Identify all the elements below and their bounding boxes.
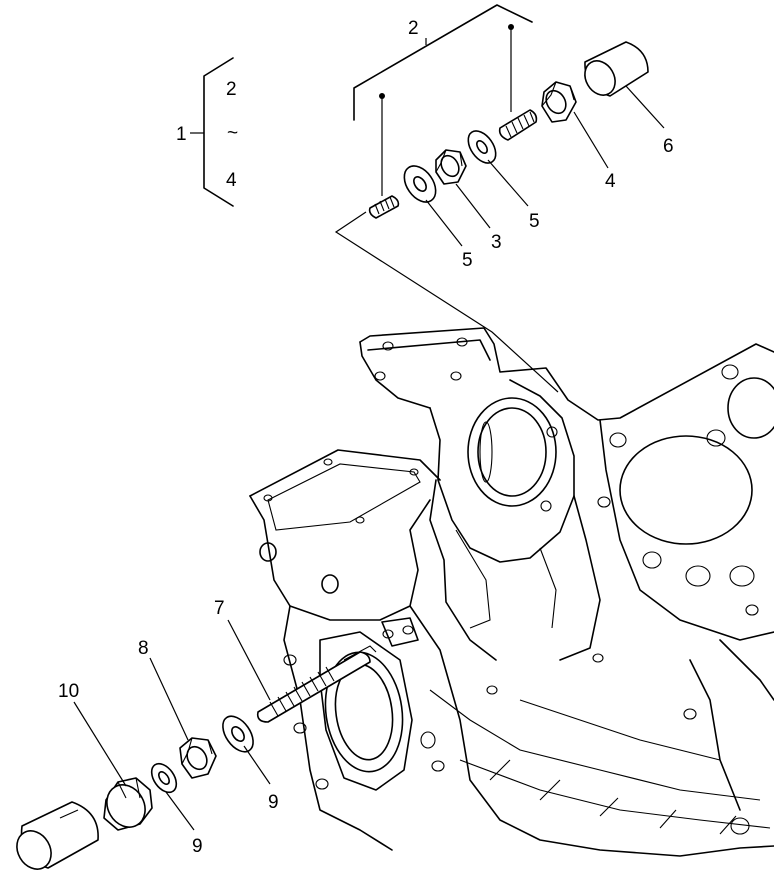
callout-5-left: 5 bbox=[462, 250, 473, 271]
callout-10: 10 bbox=[58, 681, 79, 702]
callout-8: 8 bbox=[138, 638, 149, 659]
callout-2: 2 bbox=[408, 18, 419, 39]
callout-9-right: 9 bbox=[268, 792, 279, 813]
label-group-number: 1 bbox=[176, 124, 187, 145]
stud-7 bbox=[256, 645, 377, 723]
bracket-line bbox=[203, 57, 234, 207]
lower-callouts: 7 8 10 9 9 bbox=[58, 598, 279, 857]
nut-3 bbox=[435, 149, 467, 185]
nut-8 bbox=[179, 737, 217, 779]
washer-upper-left bbox=[403, 165, 437, 203]
cap-nut-10 bbox=[103, 777, 153, 831]
upper-callouts: 4 6 5 3 5 bbox=[425, 85, 674, 271]
label-range-to: 4 bbox=[226, 170, 237, 191]
label-range-mark: ~ bbox=[227, 123, 238, 144]
callout-3: 3 bbox=[491, 232, 502, 253]
callout-7: 7 bbox=[214, 598, 225, 619]
nut-4 bbox=[541, 81, 577, 123]
washer-9-right bbox=[222, 715, 254, 753]
callout-4: 4 bbox=[605, 171, 616, 192]
bracket-2-line bbox=[353, 4, 533, 121]
callout-9-left: 9 bbox=[192, 836, 203, 857]
stud-upper-right bbox=[498, 109, 538, 141]
callout-6: 6 bbox=[663, 136, 674, 157]
sleeve-6 bbox=[584, 41, 649, 97]
assembly-bracket-2: 2 bbox=[334, 4, 559, 393]
stud-upper-left bbox=[368, 195, 400, 219]
washer-9-left bbox=[150, 762, 178, 794]
group-bracket-1: 1 2 ~ 4 bbox=[176, 57, 238, 207]
sleeve-lower bbox=[16, 801, 99, 870]
washer-upper-right bbox=[467, 130, 497, 164]
engine-block bbox=[249, 327, 774, 857]
callout-5-right: 5 bbox=[529, 211, 540, 232]
label-range-from: 2 bbox=[226, 79, 237, 100]
